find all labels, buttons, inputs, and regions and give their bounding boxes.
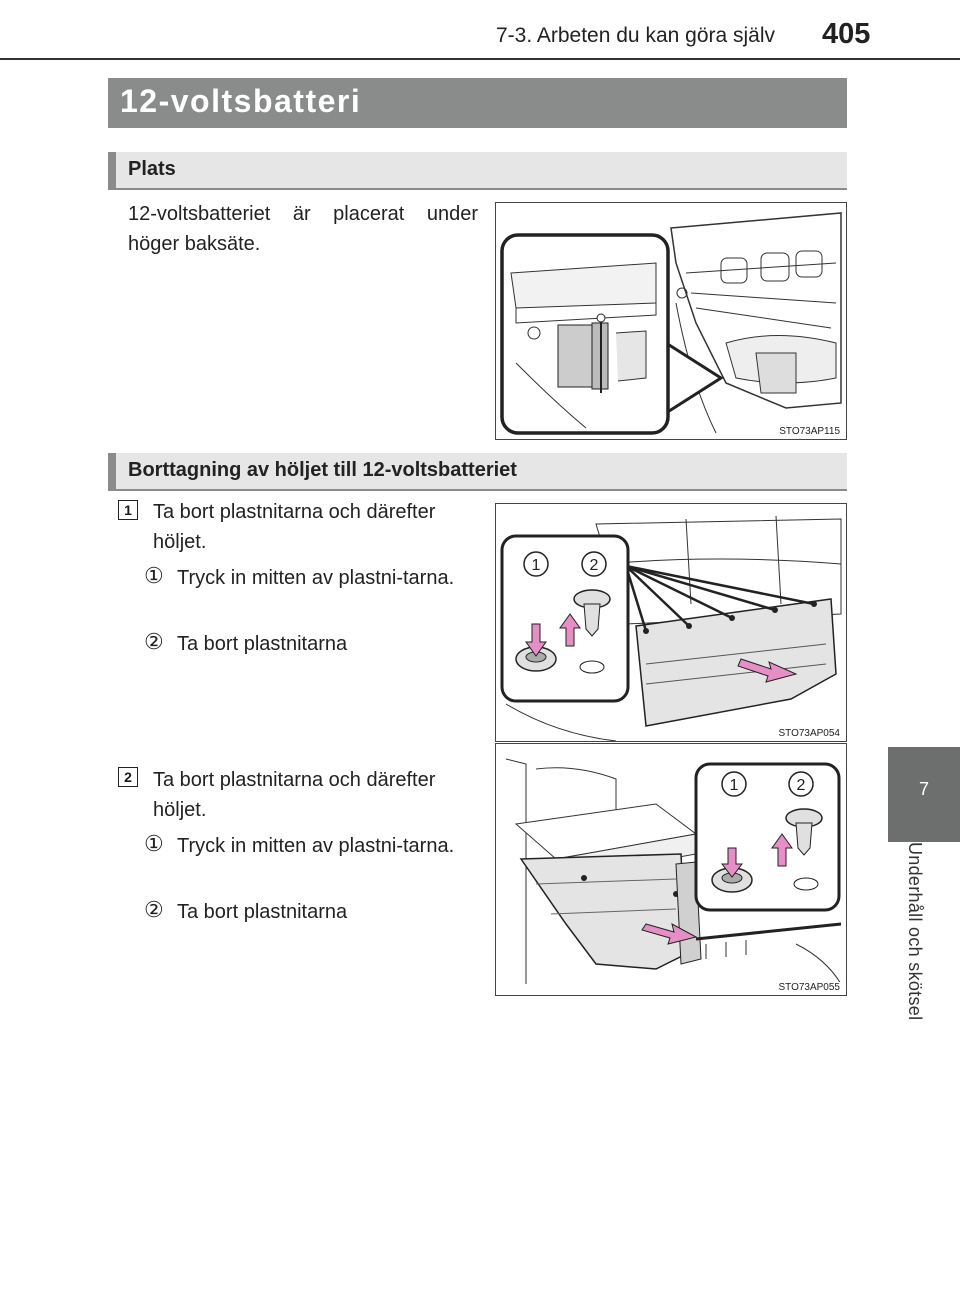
chapter-number: 7	[918, 779, 929, 799]
header-rule	[0, 58, 960, 60]
step-1-substep-2-text: Ta bort plastnitarna	[177, 633, 348, 655]
figure-code: STO73AP054	[776, 728, 842, 739]
page-number: 405	[822, 18, 871, 50]
substep-marker-2: ②	[144, 629, 164, 654]
step-2-substep-2-text: Ta bort plastnitarna	[177, 901, 348, 923]
chapter-title: Underhåll och skötsel	[905, 842, 925, 1021]
callout-number-1: 1	[730, 777, 739, 794]
rivet-removal-illustration-1: 1 2	[500, 515, 842, 741]
callout-number-1: 1	[532, 557, 541, 574]
figure-rivets-step-1: 1 2 STO73AP054	[495, 503, 847, 742]
callout-number-2: 2	[797, 777, 806, 794]
page-title-bar: 12-voltsbatteri	[108, 78, 847, 128]
section-heading-text: Borttagning av höljet till 12-voltsbatte…	[128, 459, 517, 481]
substep-marker-1: ①	[144, 563, 164, 588]
section-heading-removal: Borttagning av höljet till 12-voltsbatte…	[108, 453, 847, 491]
step-2-text: Ta bort plastnitarna och därefter höljet…	[153, 769, 436, 821]
substep-marker-2: ②	[144, 897, 164, 922]
figure-code: STO73AP115	[777, 426, 842, 437]
location-text: 12-voltsbatteriet är placerat under höge…	[128, 203, 478, 255]
figure-battery-location: STO73AP115	[495, 202, 847, 440]
figure-rivets-step-2: 1 2 STO73AP055	[495, 743, 847, 996]
chapter-tab: 7	[888, 747, 960, 842]
step-2-substep-1-text: Tryck in mitten av plastni-tarna.	[177, 835, 455, 857]
step-1-substep-1-text: Tryck in mitten av plastni-tarna.	[177, 567, 455, 589]
step-number-2: 2	[118, 767, 138, 787]
battery-location-illustration	[500, 212, 842, 435]
step-number-1: 1	[118, 500, 138, 520]
rivet-removal-illustration-2: 1 2	[505, 758, 842, 985]
callout-number-2: 2	[590, 557, 599, 574]
running-header-section: 7-3. Arbeten du kan göra själv	[496, 24, 776, 47]
substep-marker-1: ①	[144, 831, 164, 856]
heading-accent	[108, 152, 116, 188]
step-1-text: Ta bort plastnitarna och därefter höljet…	[153, 501, 436, 553]
section-heading-location: Plats	[108, 152, 847, 190]
heading-accent	[108, 453, 116, 489]
section-heading-text: Plats	[128, 158, 176, 180]
figure-code: STO73AP055	[776, 982, 842, 993]
page-title: 12-voltsbatteri	[120, 83, 362, 119]
